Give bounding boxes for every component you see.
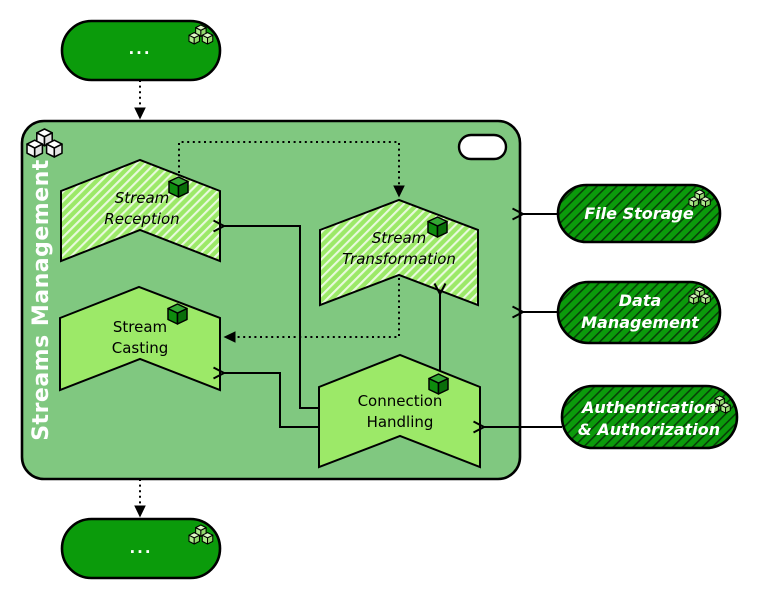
cube-icon [168, 176, 189, 198]
cube-icon [167, 303, 188, 325]
component-port-pill [457, 133, 508, 161]
arrow-connection-to-reception [224, 226, 319, 409]
external-node-bottom-pill [60, 517, 222, 580]
cube-icon [428, 373, 449, 395]
service-auth-pill [560, 384, 739, 450]
cube-icon [427, 216, 448, 238]
arrow-reception-to-transformation [178, 141, 405, 198]
arrow-connection-to-casting [224, 373, 319, 428]
